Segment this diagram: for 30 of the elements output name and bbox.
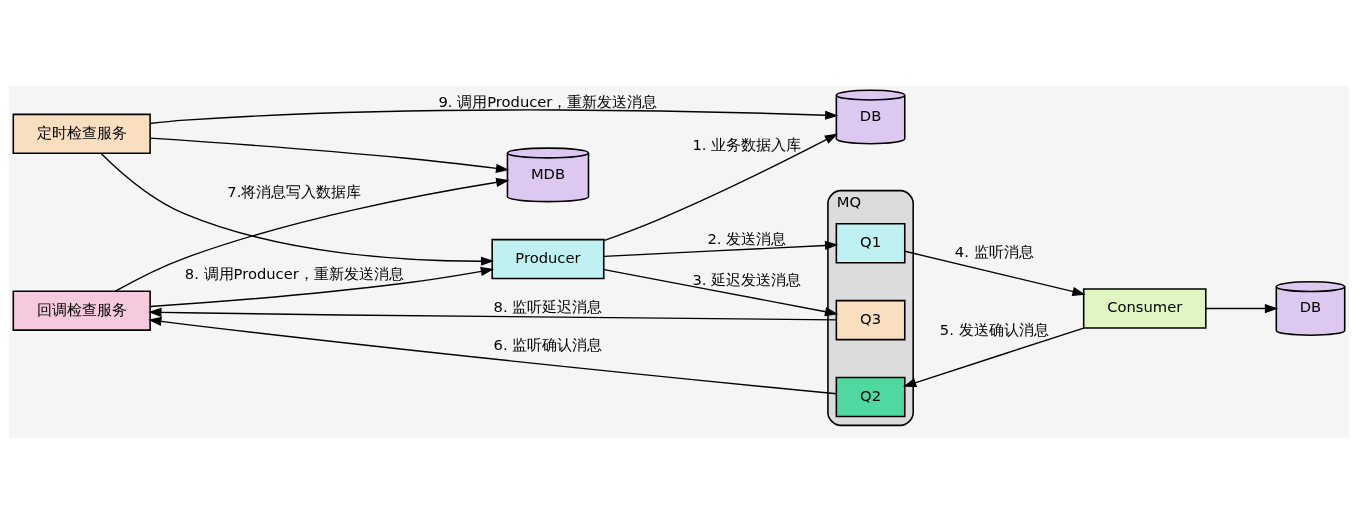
- edge-label: 6. 监听确认消息: [493, 335, 603, 353]
- arrow: [100, 152, 495, 266]
- arrow: [603, 240, 839, 257]
- node-box: Q1: [835, 222, 906, 264]
- edge-label: 4. 监听消息: [954, 242, 1034, 260]
- edge-label: 3. 延迟发送消息: [692, 270, 802, 288]
- edge-label: 8. 监听延迟消息: [493, 297, 603, 315]
- node-box: Q3: [835, 299, 906, 340]
- arrow: [114, 177, 510, 292]
- node-box: Q2: [835, 376, 906, 417]
- arrow: [904, 250, 1086, 296]
- edge-label: 2. 发送消息: [707, 229, 787, 246]
- node-box: Producer: [491, 238, 605, 279]
- edge-label: 7.将消息写入数据库: [227, 182, 362, 200]
- node-box: 回调检查服务: [12, 289, 151, 331]
- arrow: [603, 133, 839, 241]
- arrow: [148, 316, 838, 394]
- arrow: [148, 307, 837, 321]
- arrow: [903, 326, 1085, 387]
- node-box: 定时检查服务: [12, 113, 151, 154]
- arrow: [603, 268, 839, 316]
- edge-label: 9. 调用Producer，重新发送消息: [438, 92, 658, 110]
- arrow: [149, 136, 510, 173]
- arrow: [149, 266, 495, 307]
- edge-label: 1. 业务数据入库: [692, 135, 802, 153]
- arrow: [149, 108, 839, 124]
- edge-label: 8. 调用Producer，重新发送消息: [184, 264, 404, 282]
- edge-label: 5. 发送确认消息: [939, 320, 1049, 338]
- node-box: Consumer: [1082, 287, 1207, 329]
- arrow: [1205, 303, 1279, 313]
